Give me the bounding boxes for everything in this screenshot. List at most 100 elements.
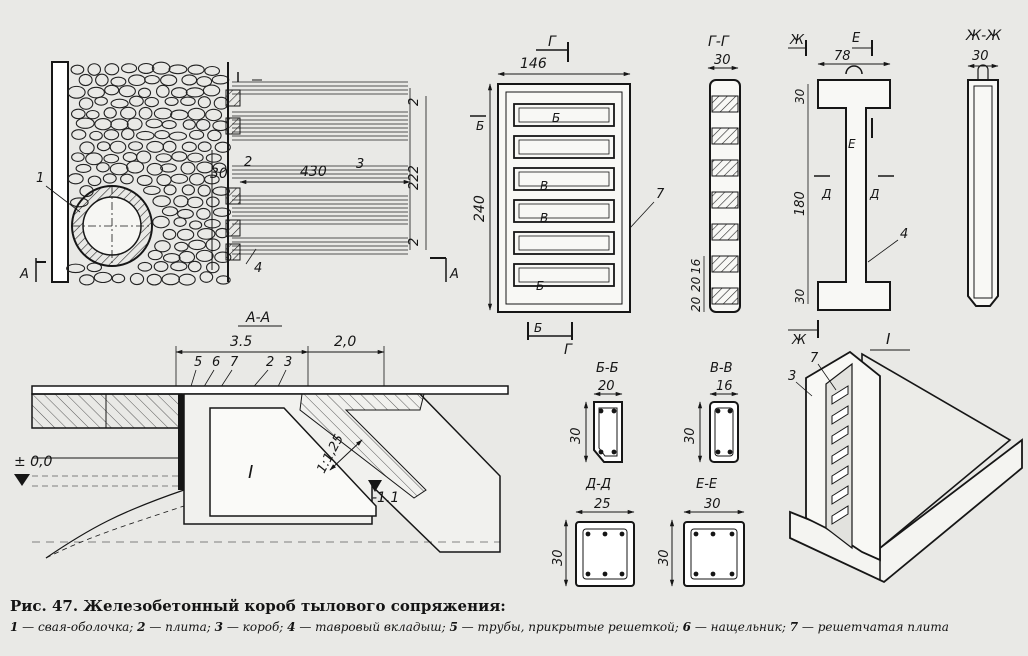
rubble-stone	[143, 185, 161, 196]
iso-label-7: 7	[810, 351, 819, 366]
grid-slot-outer	[513, 263, 615, 287]
rubble-stone	[87, 86, 105, 99]
rubble-stone	[214, 141, 231, 153]
rubble-stone	[170, 109, 189, 121]
iso-grid-slots	[831, 385, 849, 525]
rebar-dot	[693, 531, 699, 537]
rubble-stone	[202, 84, 221, 97]
rubble-stone	[188, 239, 207, 251]
rubble-stone	[121, 63, 138, 74]
rubble-stone	[205, 108, 223, 122]
rubble-stone	[182, 119, 196, 130]
rubble-stone	[128, 74, 146, 87]
rubble-stone	[212, 162, 227, 173]
grid-slot-outer	[513, 231, 615, 255]
grid-slot-outer	[513, 199, 615, 223]
rubble-stone	[196, 76, 213, 87]
rebar-dot	[611, 449, 617, 455]
section-gg-band	[711, 95, 739, 113]
rubble-stone	[154, 240, 171, 253]
rubble-stone	[174, 241, 189, 252]
grid-section-b-left: Б	[476, 119, 484, 133]
rubble-stone	[145, 118, 163, 129]
section-gg-bands	[711, 95, 739, 305]
plan-label-1: 1	[36, 171, 44, 186]
tee-section-e-mid: Е	[848, 137, 856, 151]
legend-num-5: 5	[449, 620, 458, 634]
grid-slots	[513, 103, 615, 287]
grid-slot-inner	[518, 203, 610, 219]
grid-section-v-slot1: В	[540, 179, 548, 193]
tee-section-d-left: Д	[821, 187, 831, 201]
rubble-stone	[120, 173, 134, 185]
iso-label-3: 3	[788, 369, 796, 384]
rubble-stone	[85, 152, 103, 166]
rubble-stone	[187, 107, 206, 121]
rubble-stone	[129, 95, 144, 107]
rubble-stone	[136, 174, 153, 187]
rubble-stone	[170, 87, 188, 99]
rubble-stone	[136, 130, 155, 141]
grid-slot-inner	[518, 171, 610, 187]
rubble-stone	[144, 74, 160, 85]
rubble-stone	[152, 215, 170, 229]
legend-num-3: 3	[214, 620, 224, 634]
rubble-stone	[187, 260, 202, 273]
rubble-stone	[205, 238, 221, 252]
rubble-stone	[103, 107, 117, 119]
rubble-stone	[96, 141, 111, 152]
rubble-stone	[103, 129, 120, 141]
rubble-stone	[144, 96, 159, 108]
rubble-stone	[78, 97, 94, 110]
rubble-stone	[189, 129, 205, 140]
tee-dim-30-bottom: 30	[793, 288, 807, 304]
rubble-stone	[102, 173, 117, 184]
section-ee-dim-w: 30	[704, 497, 721, 512]
section-vv-dim-w: 16	[716, 379, 733, 394]
section-aa-zone: I	[248, 462, 253, 483]
rubble-stone	[71, 129, 87, 140]
iso-view: I 3 7	[788, 330, 1023, 584]
rubble-stone	[186, 196, 204, 209]
rubble-stone	[161, 119, 177, 130]
section-bb: Б-Б 20 30	[569, 361, 623, 463]
figure-caption-title: Рис. 47. Железобетонный короб тылового с…	[10, 597, 506, 615]
rubble-stone	[95, 73, 109, 87]
section-gg-dim-20a: 20	[689, 276, 703, 292]
rubble-stone	[155, 84, 170, 98]
rubble-stone	[170, 261, 188, 272]
rubble-stone	[162, 140, 177, 153]
plan-label-4: 4	[254, 261, 262, 276]
rubble-stone	[122, 151, 138, 163]
rubble-stone	[178, 273, 196, 286]
rebar-dot	[693, 571, 699, 577]
legend-text-4: тавровый вкладыш;	[315, 620, 446, 634]
legend-num-6: 6	[682, 620, 692, 634]
section-dd-dim-w: 25	[594, 497, 611, 512]
rubble-stone	[171, 151, 188, 162]
tee-section-zh-bottom: Ж	[791, 333, 807, 348]
rubble-stone	[110, 118, 129, 131]
section-dd-title: Д-Д	[585, 477, 611, 492]
rubble-stone	[155, 153, 172, 163]
grid-slot-outer	[513, 135, 615, 159]
section-gg-dim-16: 16	[689, 258, 703, 274]
rebar-dot	[619, 571, 625, 577]
rubble-stone	[67, 173, 84, 185]
rubble-stone	[137, 87, 152, 99]
grid-slot-inner	[518, 107, 610, 123]
rubble-stone	[146, 162, 164, 176]
rebar-dots	[585, 408, 735, 577]
rubble-stone	[111, 273, 126, 284]
rebar-dot	[619, 531, 625, 537]
plan-section-a-left: A	[19, 267, 29, 282]
tee-section-d-right: Д	[869, 187, 879, 201]
grid-plate-view: Г 146 240 Б Б В В Б 7 Б Г	[470, 34, 665, 358]
rubble-stone	[129, 272, 145, 286]
rubble-stone	[104, 63, 120, 76]
rubble-stone	[181, 141, 197, 153]
legend-text-5: трубы, прикрытые решеткой;	[477, 620, 679, 634]
section-ee-title: Е-Е	[696, 477, 718, 492]
section-gg-band	[711, 287, 739, 305]
rebar-dot	[611, 408, 617, 414]
